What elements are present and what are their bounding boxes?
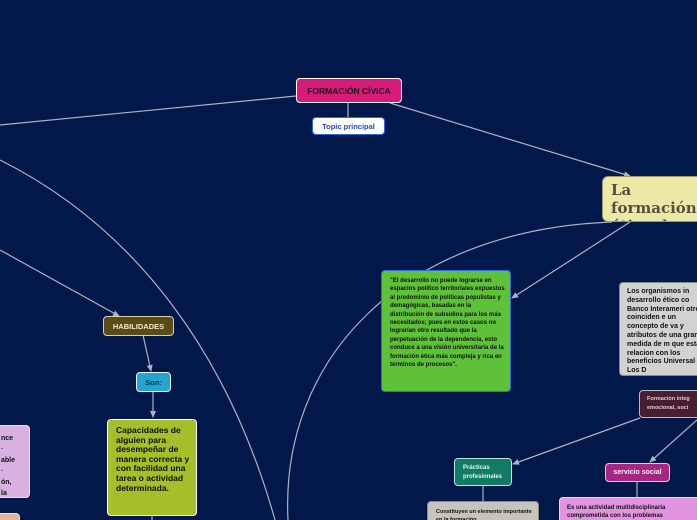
link-left-habilidades xyxy=(0,249,120,317)
link-root-left xyxy=(0,95,297,126)
servicio-text-node[interactable]: Es una actividad multidisciplinaria comp… xyxy=(559,497,697,520)
formacion-integral-node[interactable]: Formación integ emocional, soci xyxy=(639,390,697,418)
formacion-etica-node[interactable]: La formación ética de los xyxy=(602,176,697,222)
constituyen-node[interactable]: Constituyen un elemento importante en la… xyxy=(427,501,539,520)
organismos-node[interactable]: Los organismos in desarrollo ético co Ba… xyxy=(619,282,697,376)
link-etica-curve xyxy=(287,221,613,520)
constituyen-text: Constituyen un elemento importante en la… xyxy=(436,509,532,520)
servicio-social-label: servicio social xyxy=(613,469,662,476)
left-partial-node[interactable]: nce · able · ón, la xyxy=(0,425,30,498)
topic-principal-node[interactable]: Topic principal xyxy=(312,117,385,135)
formacion-civica-node[interactable]: FORMACIÓN CÍVICA xyxy=(296,78,402,103)
formacion-etica-title: La formación ética de los xyxy=(611,181,697,221)
link-root-etica xyxy=(389,102,631,178)
servicio-social-node[interactable]: servicio social xyxy=(605,463,670,482)
formacion-integral-text: Formación integ emocional, soci xyxy=(647,396,690,411)
link-integral-servicio xyxy=(649,419,697,463)
son-label: Son: xyxy=(145,377,162,387)
practicas-node[interactable]: Prácticas profesionales xyxy=(454,458,512,486)
habilidades-label: HABILIDADES xyxy=(112,321,165,331)
capacidades-node[interactable]: Capacidades de alguien para desempeñar d… xyxy=(107,419,197,516)
capacidades-text: Capacidades de alguien para desempeñar d… xyxy=(116,425,190,493)
organismos-text: Los organismos in desarrollo ético co Ba… xyxy=(627,288,697,375)
quote-node[interactable]: "El desarrollo no puede lograrse en espa… xyxy=(381,270,511,392)
topic-principal-label: Topic principal xyxy=(322,121,375,131)
habilidades-node[interactable]: HABILIDADES xyxy=(103,316,174,336)
quote-text: "El desarrollo no puede lograrse en espa… xyxy=(390,278,505,369)
practicas-label: Prácticas profesionales xyxy=(463,465,503,480)
left-partial-bottom-node[interactable] xyxy=(0,513,20,520)
link-integral-practicas xyxy=(512,417,641,465)
link-habilidades-son xyxy=(142,334,153,372)
link-etica-quote xyxy=(511,221,631,299)
formacion-civica-label: FORMACIÓN CÍVICA xyxy=(307,85,391,96)
servicio-text: Es una actividad multidisciplinaria comp… xyxy=(567,505,666,519)
son-node[interactable]: Son: xyxy=(136,372,171,392)
link-left-curve xyxy=(0,159,276,520)
left-partial-text: nce · able · ón, la xyxy=(1,435,16,497)
